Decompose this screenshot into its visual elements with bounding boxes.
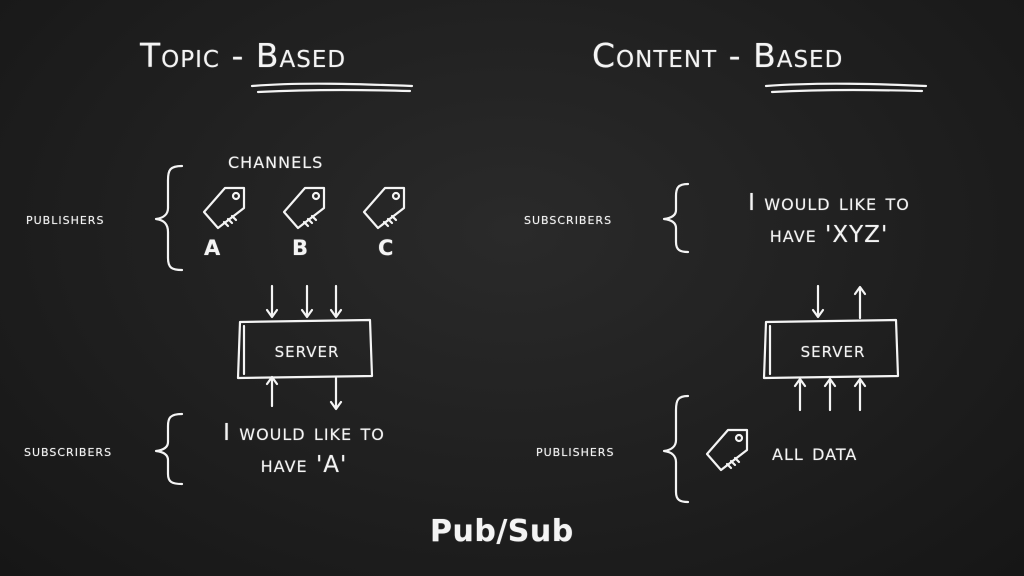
topic-subscribers-label: subscribers <box>24 442 113 460</box>
content-subscribers-brace <box>662 182 690 254</box>
content-publishers-brace <box>662 394 690 504</box>
content-request-line2: have 'XYZ' <box>769 222 889 248</box>
content-data-label: all data <box>772 440 858 466</box>
content-arrow-up <box>853 285 867 320</box>
topic-server: server <box>244 324 370 376</box>
topic-arrow-1 <box>265 284 279 319</box>
content-server: server <box>770 324 896 376</box>
topic-subscribers-brace <box>154 412 184 486</box>
content-arrow-up-3 <box>853 377 867 412</box>
channel-a-label: A <box>204 236 222 260</box>
content-publishers-label: publishers <box>536 442 615 460</box>
topic-title: Topic - Based <box>140 36 347 75</box>
tag-icon-b <box>282 186 326 230</box>
footer-title: Pub/Sub <box>430 514 574 549</box>
topic-publishers-label: publishers <box>26 210 105 228</box>
tag-icon-a <box>202 186 246 230</box>
topic-arrow-down <box>329 376 343 411</box>
topic-title-underline <box>250 82 414 94</box>
topic-request-line1: I would like to <box>223 420 385 446</box>
content-arrow-down <box>811 284 825 319</box>
tag-icon-c <box>362 186 406 230</box>
channel-b-label: B <box>292 236 310 260</box>
topic-arrow-up <box>265 375 279 408</box>
topic-arrow-3 <box>329 284 343 319</box>
content-arrow-up-2 <box>823 377 837 412</box>
content-subscribers-label: subscribers <box>524 210 613 228</box>
channels-label: channels <box>228 148 324 174</box>
content-arrow-up-1 <box>793 377 807 412</box>
topic-request-line2: have 'A' <box>260 452 348 478</box>
content-title: Content - Based <box>592 36 844 75</box>
content-request-line1: I would like to <box>748 190 910 216</box>
content-title-underline <box>764 82 928 94</box>
topic-publishers-brace <box>154 164 184 272</box>
tag-icon-all-data <box>705 428 749 472</box>
topic-server-label: server <box>274 338 340 362</box>
topic-arrow-2 <box>300 284 314 319</box>
channel-c-label: C <box>378 236 395 260</box>
content-server-label: server <box>800 338 866 362</box>
